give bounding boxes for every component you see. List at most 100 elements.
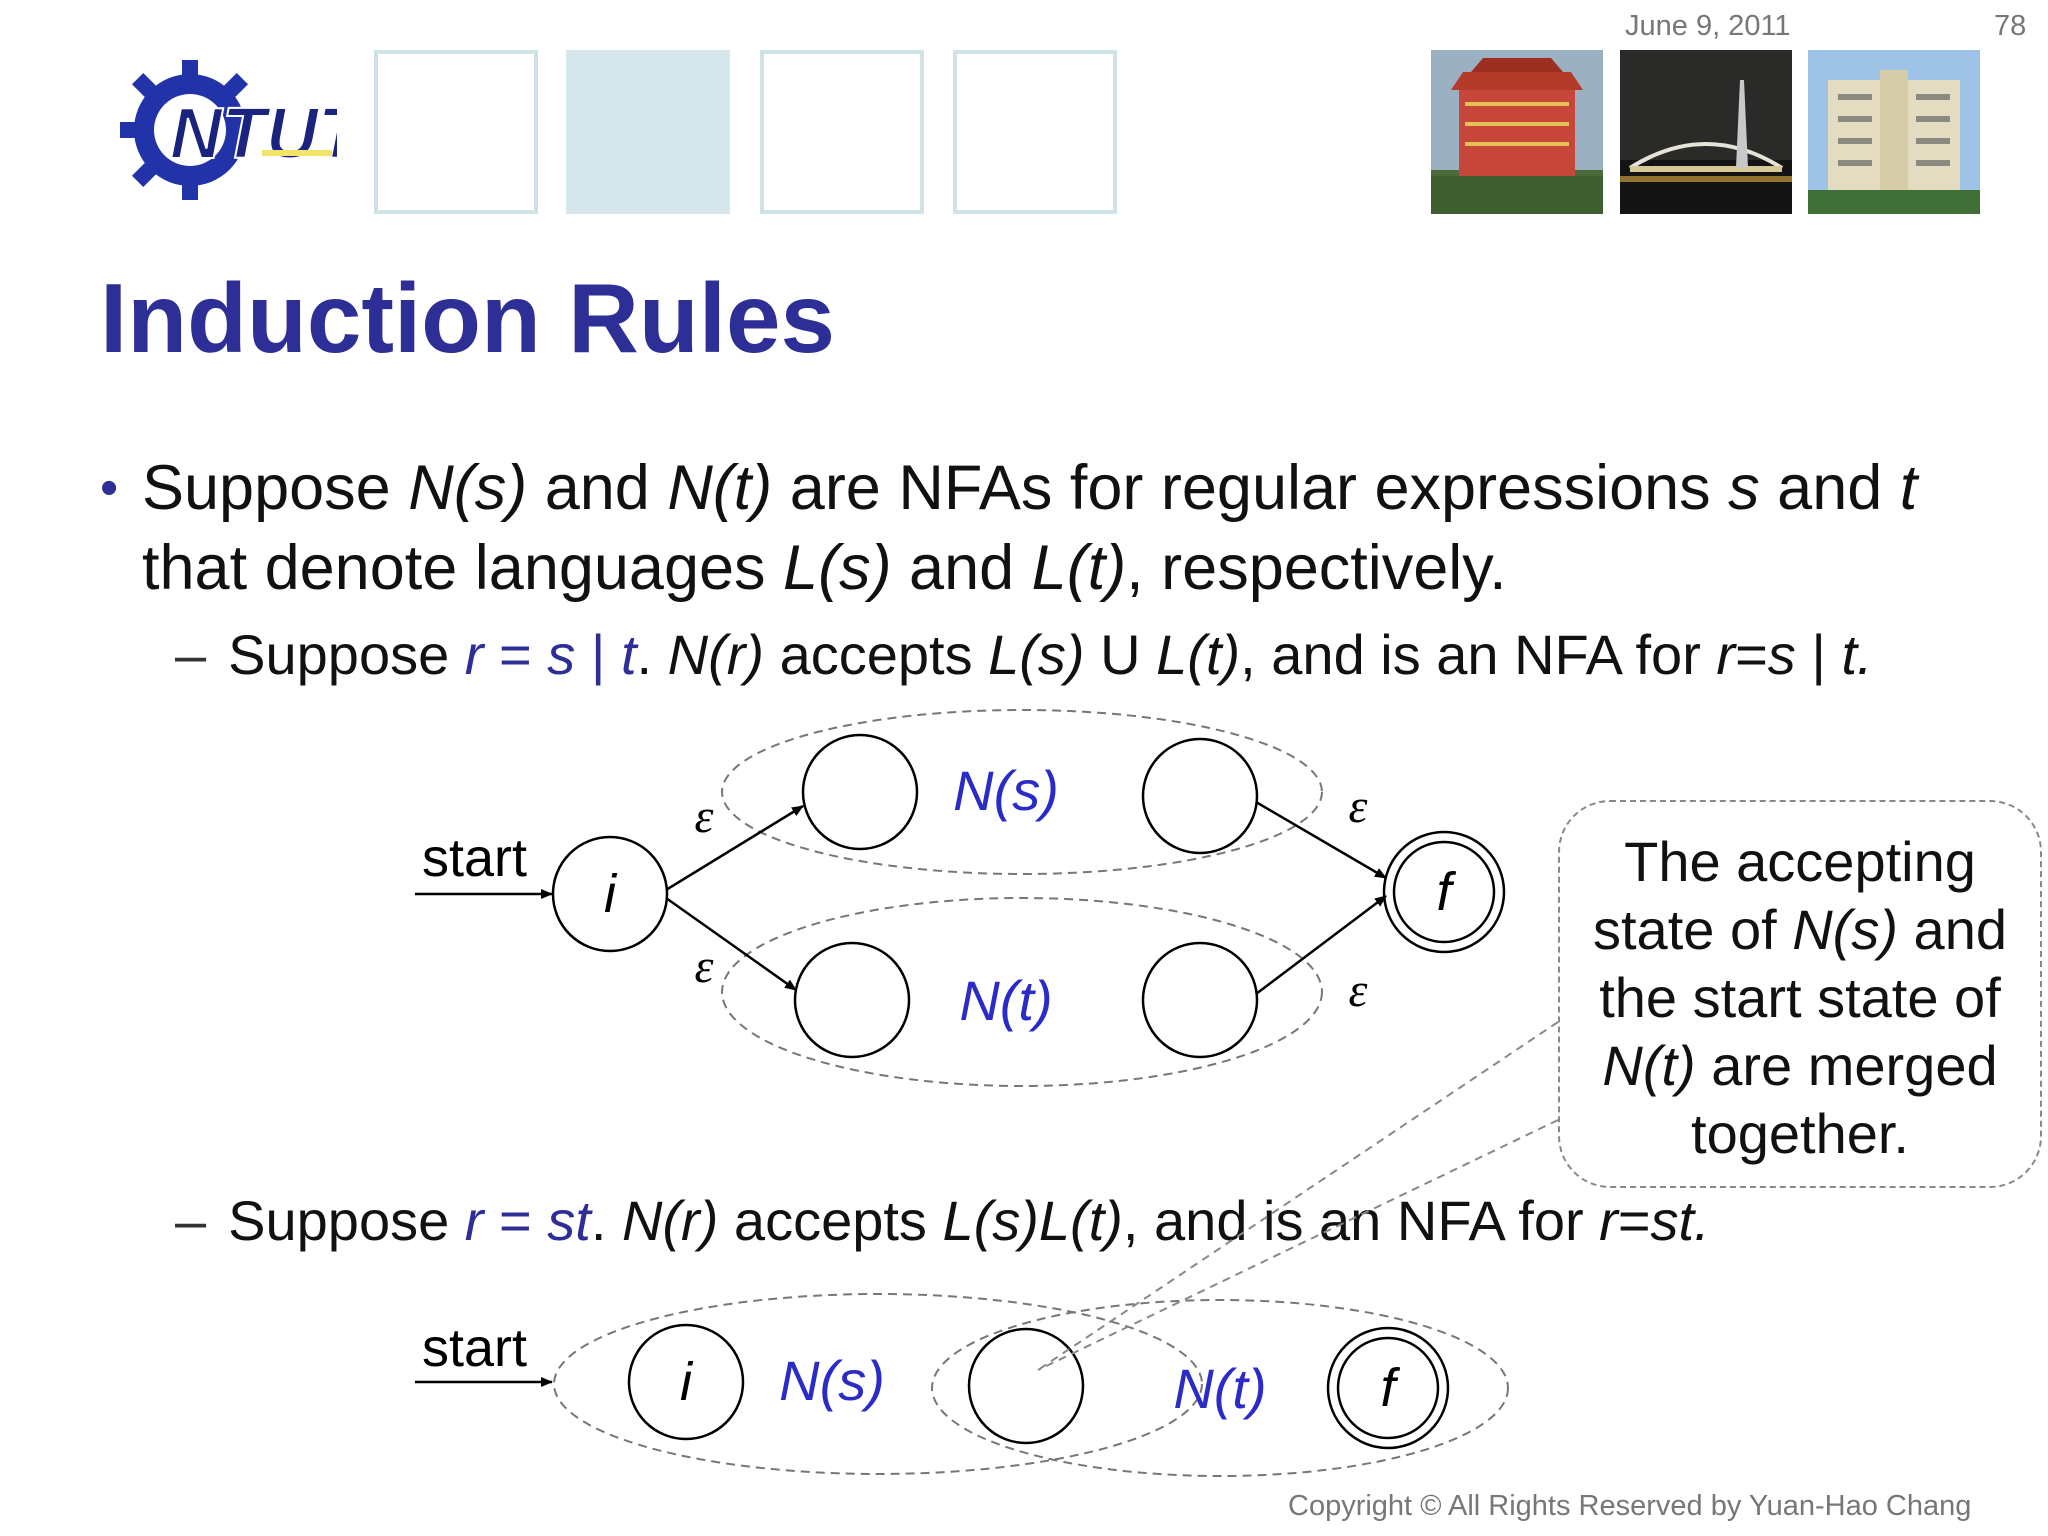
sub-bullet-dash: – [175, 623, 207, 686]
text-run: t. [1841, 623, 1873, 686]
nt-accept-state [1141, 941, 1259, 1059]
callout-pointer [1037, 1021, 1559, 1371]
text-run: that denote languages [142, 533, 784, 603]
merged-state [967, 1327, 1085, 1445]
sub-bullet-union-text: Suppose r = s | t. N(r) accepts L(s) U L… [228, 623, 1872, 686]
bullet-dot: • [100, 459, 119, 517]
eps-edge-i-nt [665, 896, 797, 992]
state-f-label: f [1436, 862, 1456, 922]
text-run: U [1084, 623, 1157, 686]
sub-bullet-union: –Suppose r = s | t. N(r) accepts L(s) U … [175, 622, 1873, 688]
photo-campus-building [1808, 50, 1980, 214]
photo-bridge-night [1620, 50, 1792, 214]
text-run: , respectively. [1126, 533, 1507, 603]
text-run: r [1599, 1189, 1618, 1252]
text-run: accepts [718, 1189, 943, 1252]
text-run: Suppose [228, 1189, 465, 1252]
text-run: L(t) [1156, 623, 1241, 686]
text-run: and [891, 533, 1032, 603]
text-run: = [1617, 1189, 1651, 1252]
text-run: state of [1593, 898, 1793, 961]
text-run: s [1728, 453, 1760, 523]
state-f-inner [1336, 1336, 1440, 1440]
callout-line: N(t) are merged [1560, 1032, 2040, 1100]
eps-edge-ns-f [1255, 800, 1387, 880]
nt-region [721, 897, 1323, 1087]
bullet-text: Suppose N(s) and N(t) are NFAs for regul… [142, 448, 1992, 608]
text-run: Suppose [142, 453, 409, 523]
ns-accept-state [1141, 737, 1259, 855]
text-run: Suppose [228, 623, 465, 686]
text-run: . [590, 1189, 622, 1252]
text-run: are merged [1695, 1034, 1998, 1097]
text-run: L(t) [1031, 533, 1127, 603]
decor-square-2 [566, 50, 730, 214]
state-f [1382, 830, 1506, 954]
text-run: accepts [764, 623, 989, 686]
state-f-inner [1392, 840, 1496, 944]
text-run: . [636, 623, 668, 686]
text-run: st. [1650, 1189, 1710, 1252]
epsilon-label: ε [1349, 780, 1368, 833]
state-i-label: i [604, 864, 618, 924]
text-run: N(t) [667, 453, 773, 523]
callout-line: state of N(s) and [1560, 896, 2040, 964]
text-run: s [547, 623, 576, 686]
text-run: and [527, 453, 668, 523]
text-run: t [1899, 453, 1918, 523]
start-label: start [422, 828, 527, 888]
ns-label: N(s) [953, 759, 1059, 822]
text-run: t [620, 623, 637, 686]
callout-line: The accepting [1560, 828, 2040, 896]
text-run: N(t) [1602, 1034, 1696, 1097]
start-label: start [422, 1318, 527, 1378]
state-i [551, 835, 669, 953]
text-run: | [575, 623, 621, 686]
photo-grand-hotel [1431, 50, 1603, 214]
decor-square-4 [953, 50, 1117, 214]
text-run: st [547, 1189, 591, 1252]
ns-start-state [801, 733, 919, 851]
nt-label: N(t) [1173, 1357, 1266, 1420]
nt-start-state [793, 941, 911, 1059]
text-run: r [1716, 623, 1736, 686]
text-run: L(s) [988, 623, 1085, 686]
text-run: r [464, 623, 484, 686]
text-run: together. [1691, 1102, 1909, 1165]
text-run: are NFAs for regular expressions [772, 453, 1729, 523]
nt-region [931, 1299, 1509, 1477]
text-run: = [1735, 623, 1768, 686]
text-run: N(r) [667, 623, 765, 686]
copyright-footer: Copyright © All Rights Reserved by Yuan-… [1288, 1490, 1972, 1522]
text-run: | [1795, 623, 1842, 686]
state-f [1326, 1326, 1450, 1450]
sub-bullet-dash: – [175, 1189, 207, 1252]
state-f-label: f [1380, 1358, 1400, 1418]
union-nfa: start i N(s) N(t) f ε ε ε ε [415, 709, 1506, 1087]
text-run: and [1759, 453, 1900, 523]
slide-date: June 9, 2011 [1625, 10, 1791, 42]
sub-bullet-concat: –Suppose r = st. N(r) accepts L(s)L(t), … [175, 1188, 1710, 1254]
text-run: N(r) [621, 1189, 719, 1252]
ntut-logo: NTUT [120, 60, 337, 200]
text-run: , and is an NFA for [1122, 1189, 1600, 1252]
text-run: and [1897, 898, 2007, 961]
eps-edge-i-ns [665, 804, 804, 892]
state-i-label: i [680, 1352, 694, 1412]
epsilon-label: ε [695, 790, 714, 843]
text-run: L(s)L(t) [942, 1189, 1123, 1252]
concat-nfa: start i N(s) N(t) f [415, 1293, 1509, 1477]
text-run: = [483, 623, 548, 686]
text-run: = [483, 1189, 548, 1252]
ns-region [553, 1293, 1203, 1475]
epsilon-label: ε [1349, 964, 1368, 1017]
callout-note: The accepting state of N(s) and the star… [1558, 800, 2042, 1188]
decor-square-3 [760, 50, 924, 214]
slide-title: Induction Rules [100, 263, 835, 373]
ns-region [721, 709, 1323, 875]
text-run: N(s) [1792, 898, 1898, 961]
epsilon-label: ε [695, 940, 714, 993]
text-run: the start state of [1599, 966, 2001, 1029]
decor-square-1 [374, 50, 538, 214]
